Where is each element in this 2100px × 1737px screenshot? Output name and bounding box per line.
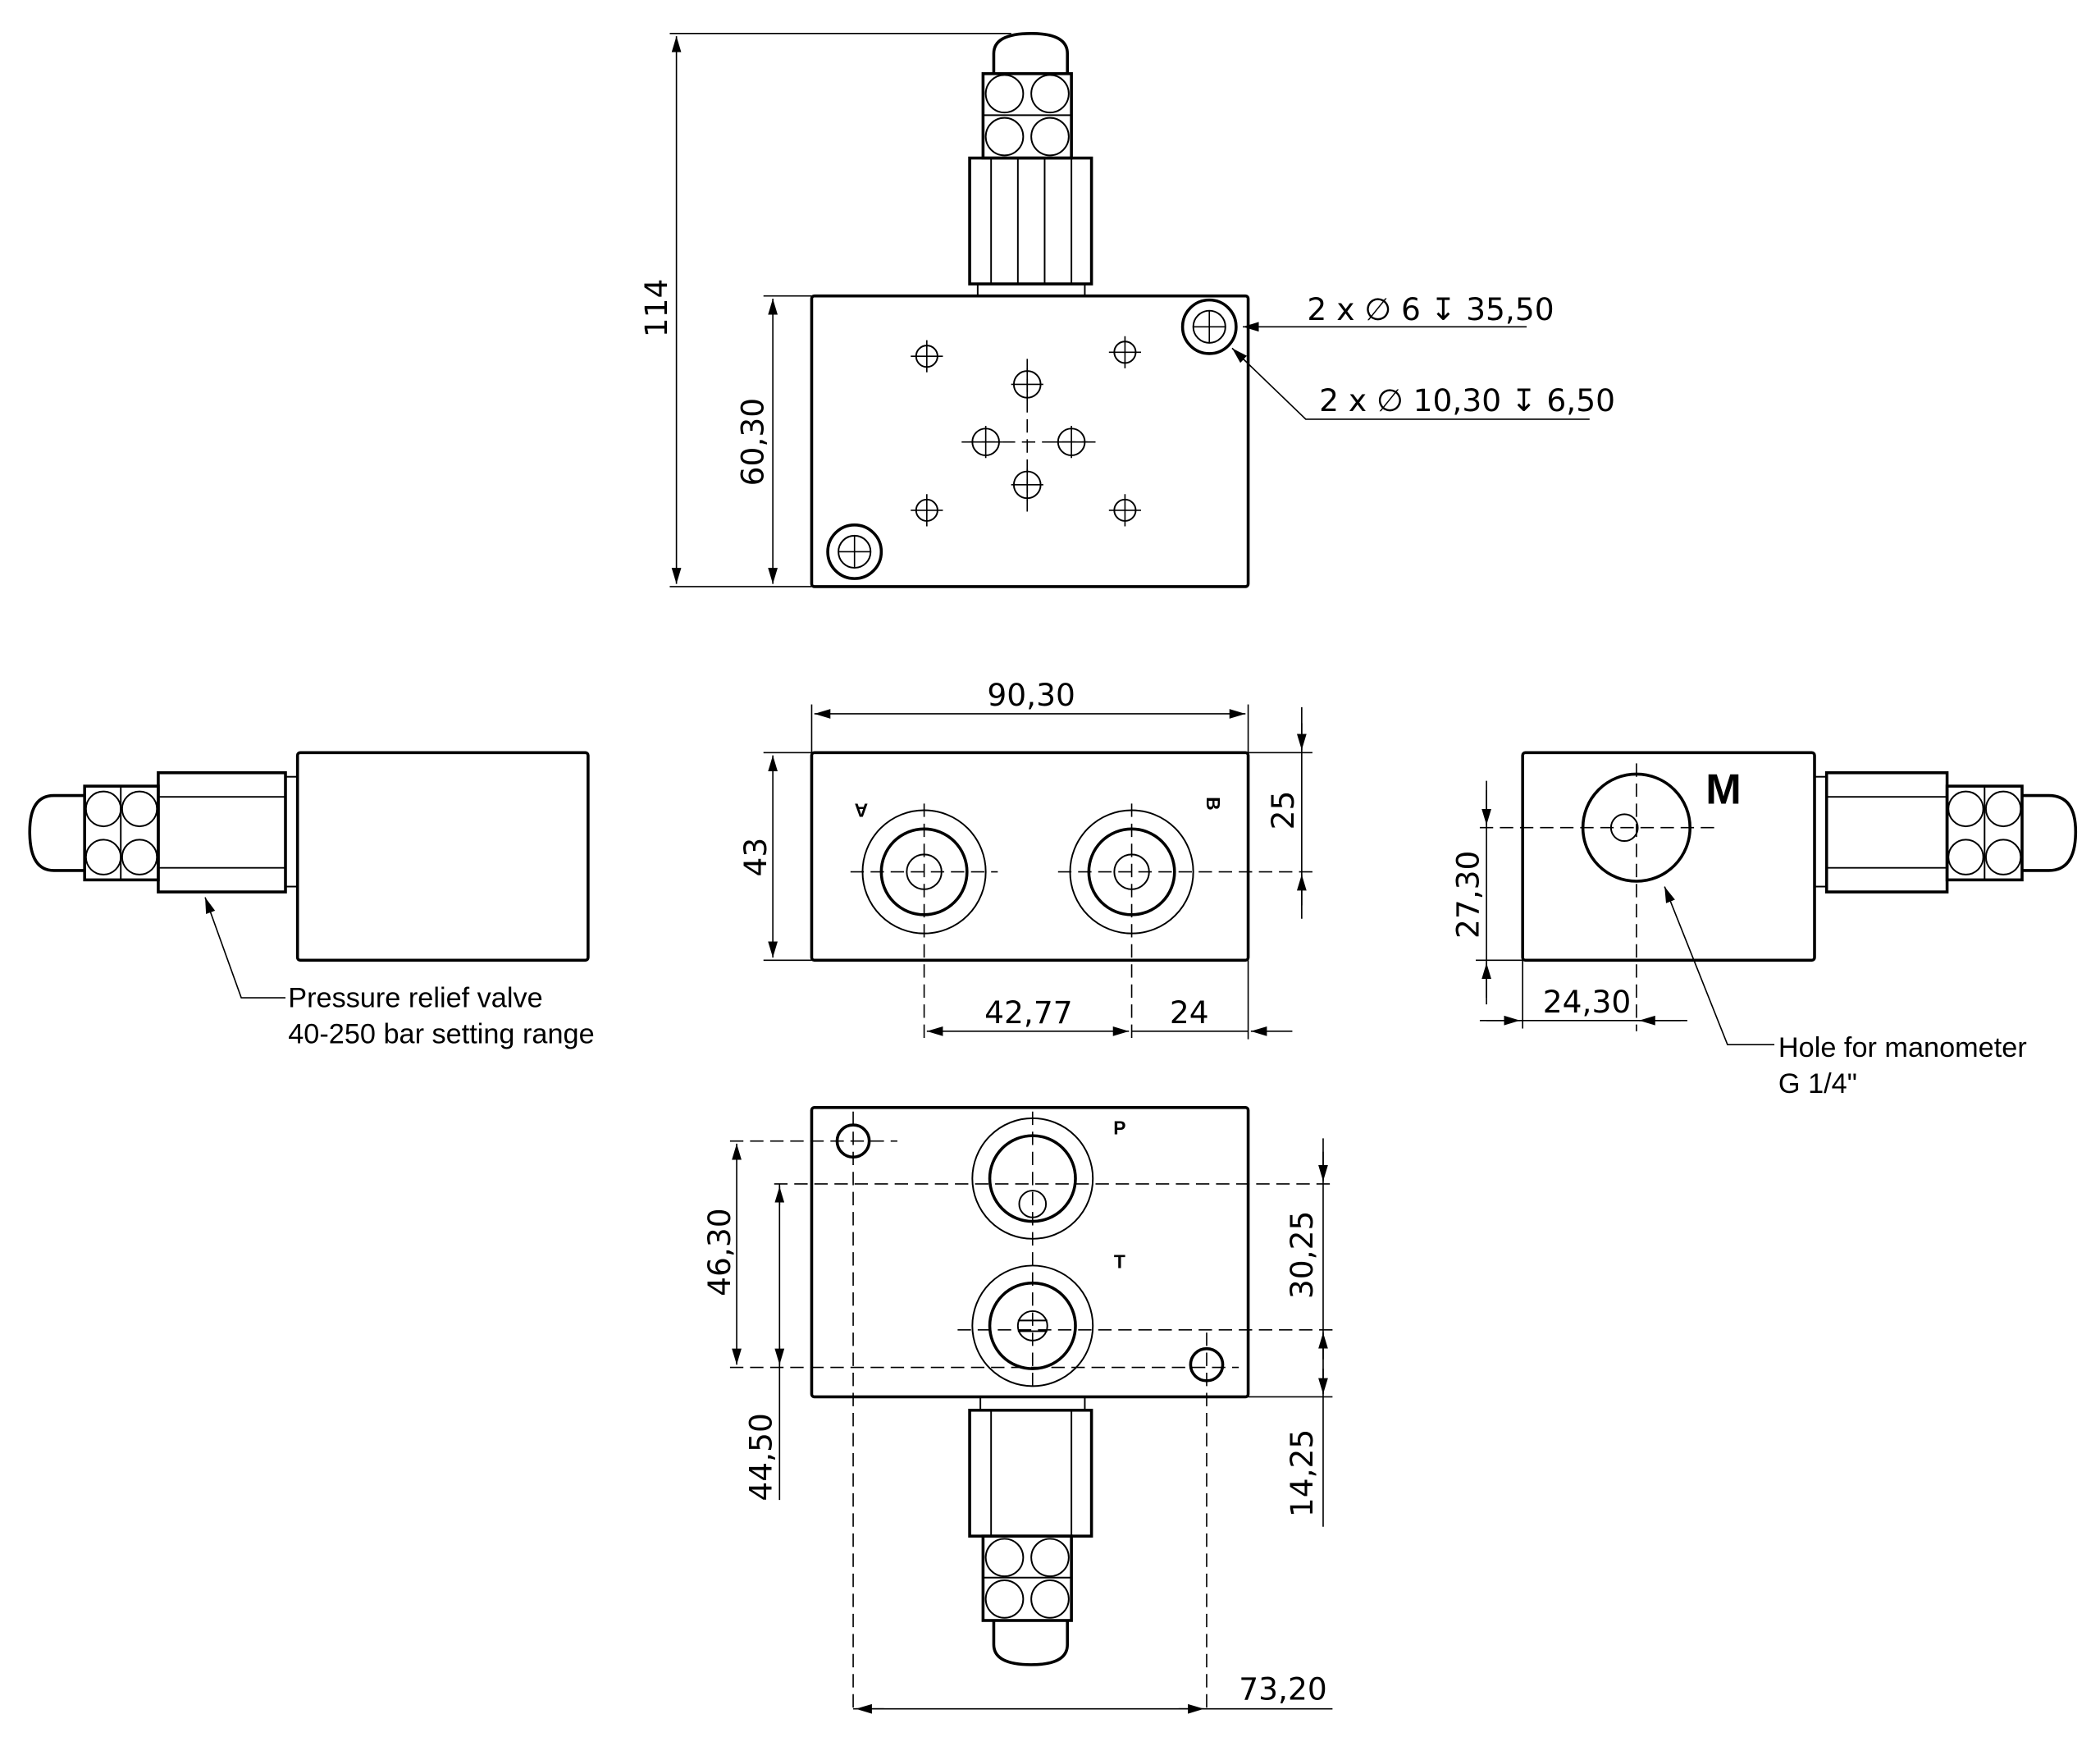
dimension-42-77-24: 42,77 24 [926, 960, 1293, 1040]
svg-text:60,30: 60,30 [735, 398, 771, 486]
relief-valve-top [968, 32, 1093, 297]
relief-valve-bottom [968, 1396, 1093, 1666]
svg-text:2 x ∅ 6 ↧ 35,50: 2 x ∅ 6 ↧ 35,50 [1307, 291, 1554, 327]
left-view: Pressure relief valve 40-250 bar setting… [28, 751, 595, 1050]
dimension-43: 43 [737, 752, 812, 962]
svg-text:B: B [1203, 797, 1224, 811]
callout-hole-counterbore: 2 x ∅ 10,30 ↧ 6,50 [1231, 347, 1615, 420]
svg-text:25: 25 [1265, 791, 1301, 830]
svg-text:Hole for manometer: Hole for manometer [1778, 1032, 2027, 1063]
front-view: A B 90,30 43 25 42,77 24 [737, 677, 1312, 1045]
svg-text:24,30: 24,30 [1543, 984, 1631, 1020]
port-t [957, 1264, 1333, 1387]
right-view: M 27,30 24,30 Hole for manometer G 1/4" [1449, 751, 2078, 1099]
callout-hole-small: 2 x ∅ 6 ↧ 35,50 [1243, 291, 1554, 332]
svg-text:A: A [855, 799, 869, 821]
svg-text:2 x ∅ 10,30 ↧ 6,50: 2 x ∅ 10,30 ↧ 6,50 [1319, 382, 1615, 418]
svg-text:G 1/4": G 1/4" [1778, 1068, 1857, 1099]
svg-text:42,77: 42,77 [984, 994, 1072, 1031]
svg-text:14,25: 14,25 [1284, 1429, 1320, 1517]
port-b [1057, 803, 1312, 1045]
dimension-44-50: 44,50 [742, 1183, 785, 1502]
manometer-port [1479, 763, 1714, 1031]
bottom-view: P T 46,30 44,50 30,25 14,25 [701, 1106, 1333, 1715]
svg-text:90,30: 90,30 [987, 677, 1075, 713]
svg-text:43: 43 [737, 838, 774, 877]
ports-pattern [961, 359, 1096, 512]
dimension-25: 25 [1248, 706, 1312, 919]
svg-text:30,25: 30,25 [1284, 1211, 1320, 1299]
mounting-holes [911, 336, 1141, 527]
counterbore-holes [826, 298, 1238, 580]
dimension-60-30: 60,30 [735, 295, 812, 584]
dimension-73-20: 73,20 [853, 1671, 1333, 1714]
svg-text:114: 114 [638, 279, 674, 338]
svg-text:27,30: 27,30 [1449, 851, 1486, 939]
svg-text:24: 24 [1170, 994, 1209, 1031]
svg-text:P: P [1113, 1117, 1125, 1138]
svg-text:73,20: 73,20 [1239, 1671, 1326, 1707]
relief-valve-right [1814, 771, 2078, 894]
dimension-24-30: 24,30 [1479, 960, 1687, 1029]
svg-text:44,50: 44,50 [742, 1413, 778, 1501]
dimension-114: 114 [638, 32, 1011, 587]
dimension-46-30: 46,30 [701, 1143, 742, 1365]
svg-text:Pressure relief valve: Pressure relief valve [288, 982, 542, 1013]
svg-text:T: T [1114, 1251, 1125, 1273]
dimension-90-30: 90,30 [810, 677, 1249, 753]
bottom-holes [729, 1111, 1239, 1715]
top-view: 114 60,30 2 x ∅ 6 ↧ 35,50 2 x ∅ 10,30 ↧ … [638, 32, 1615, 588]
svg-text:M: M [1705, 766, 1741, 813]
port-a [850, 803, 998, 1045]
svg-text:46,30: 46,30 [701, 1208, 737, 1296]
dimension-27-30: 27,30 [1449, 780, 1523, 1005]
relief-valve-left [28, 771, 299, 894]
dimension-30-25-14-25: 30,25 14,25 [1248, 1138, 1333, 1527]
svg-text:40-250 bar setting range: 40-250 bar setting range [288, 1019, 594, 1050]
port-p [774, 1111, 1333, 1393]
